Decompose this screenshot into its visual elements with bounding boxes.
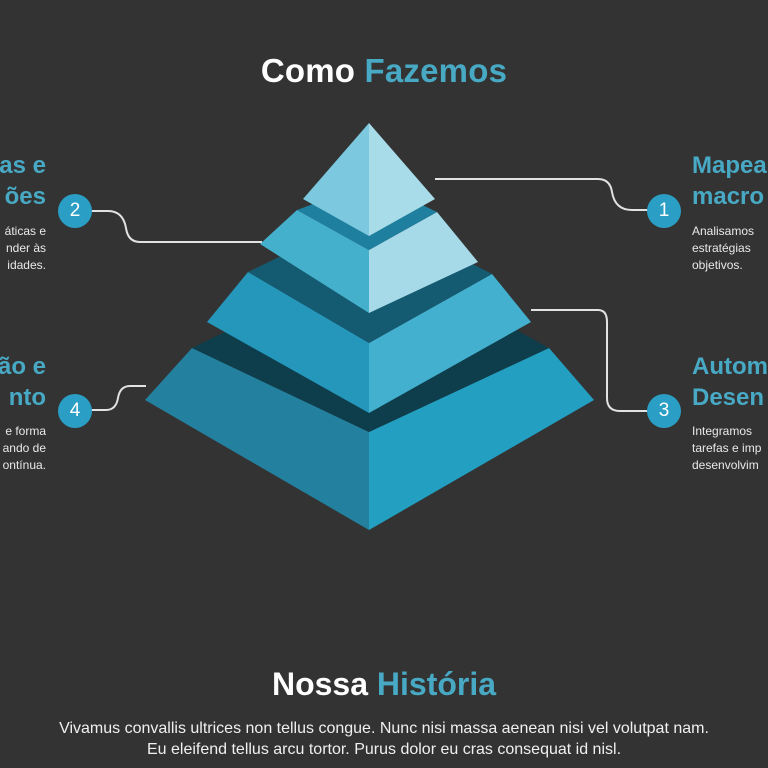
page-title: Como Fazemos <box>0 52 768 90</box>
history-text-line-1: Vivamus convallis ultrices non tellus co… <box>59 720 709 737</box>
step-3-title-line-2: Desen <box>692 384 765 411</box>
step-1-description: Analisamos estratégias objetivos. <box>692 223 754 274</box>
step-4-title-line-1: ão e <box>0 353 46 380</box>
step-4-desc-line-3: ontínua. <box>2 458 46 472</box>
connector-3 <box>531 309 648 412</box>
step-3-desc-line-3: desenvolvim <box>692 458 759 472</box>
connector-4 <box>91 385 146 411</box>
pyramid-tier-2-right <box>369 212 478 313</box>
step-3-desc-line-2: tarefas e imp <box>692 441 762 455</box>
step-1-desc-line-1: Analisamos <box>692 224 755 238</box>
history-title-part1: Nossa <box>271 666 368 702</box>
page-title-part2: Fazemos <box>364 52 508 89</box>
page-title-part1: Como <box>260 52 356 89</box>
step-3-badge: 3 <box>647 394 681 428</box>
step-3-description: Integramos tarefas e imp desenvolvim <box>692 423 761 474</box>
step-3-desc-line-1: Integramos <box>692 424 753 438</box>
history-paragraph: Vivamus convallis ultrices non tellus co… <box>0 718 768 760</box>
step-1-title-line-2: macro <box>692 183 765 210</box>
step-1-title-line-1: Mapea <box>692 152 767 179</box>
connector-2 <box>91 210 262 243</box>
step-3-title-line-1: Autom <box>692 353 768 380</box>
step-1-title: Mapea macro <box>692 150 767 212</box>
pyramid-tier-4-left <box>145 348 369 530</box>
history-title: Nossa História <box>0 666 768 703</box>
step-4-description: e forma ando de ontínua. <box>3 423 46 474</box>
step-2-badge: 2 <box>58 194 92 228</box>
pyramid-tier-1-left <box>303 123 369 236</box>
step-2-desc-line-1: áticas e <box>4 224 46 238</box>
step-4-title-line-2: nto <box>8 384 46 411</box>
pyramid-tier-2-left <box>260 210 369 313</box>
step-1-desc-line-3: objetivos. <box>692 258 743 272</box>
step-1-badge: 1 <box>647 194 681 228</box>
step-2-desc-line-3: idades. <box>7 258 46 272</box>
step-3-title: Autom Desen <box>692 351 768 413</box>
step-2-title-line-2: ões <box>4 183 46 210</box>
step-2-description: áticas e nder às idades. <box>5 223 46 274</box>
step-2-title: as e ões <box>0 150 46 212</box>
step-4-title: ão e nto <box>0 351 46 413</box>
step-1-desc-line-2: estratégias <box>692 241 751 255</box>
step-2-title-line-1: as e <box>0 152 46 179</box>
pyramid-tier-3-right <box>369 274 531 413</box>
pyramid-tier-4-right <box>369 348 594 530</box>
step-4-desc-line-1: e forma <box>5 424 46 438</box>
pyramid-tier-1-right <box>369 123 435 236</box>
step-2-desc-line-2: nder às <box>5 241 46 255</box>
step-4-badge: 4 <box>58 394 92 428</box>
history-text-line-2: Eu eleifend tellus arcu tortor. Purus do… <box>146 741 622 758</box>
step-4-desc-line-2: ando de <box>2 441 46 455</box>
pyramid-tier-3-left <box>207 272 369 413</box>
connector-1 <box>435 178 648 211</box>
history-title-part2: História <box>376 666 497 702</box>
